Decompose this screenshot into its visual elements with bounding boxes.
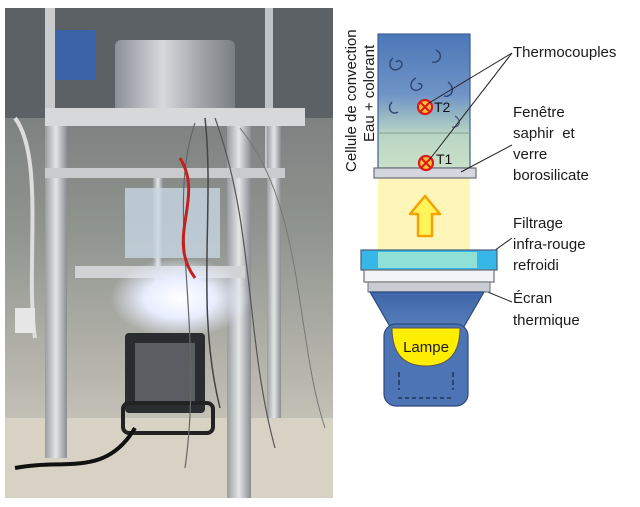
leader-line-thermocouple-t1 xyxy=(429,52,513,160)
cable xyxy=(14,426,137,470)
flow-swirl xyxy=(443,81,454,97)
shield-label-line1: Écran xyxy=(513,290,552,307)
cell-label-line1: Cellule de convection xyxy=(343,29,360,172)
thermocouple-t2-marker xyxy=(416,98,434,116)
window-label-line4: borosilicate xyxy=(513,167,589,184)
cable xyxy=(239,127,326,429)
t1-label: T1 xyxy=(436,151,453,167)
cable xyxy=(182,122,196,469)
background-pipe xyxy=(45,8,55,148)
lamp-label: Lampe xyxy=(403,339,449,356)
frame-post xyxy=(45,108,67,458)
convection-cell xyxy=(125,188,220,258)
filter-label-line3: refroidi xyxy=(513,257,559,274)
frame-beam xyxy=(45,108,305,126)
foil-cylinder xyxy=(115,40,235,112)
frame-post xyxy=(267,118,281,418)
thermal-shield xyxy=(363,269,495,283)
cable xyxy=(204,117,221,409)
shield-label-line2: thermique xyxy=(513,312,580,329)
flow-swirl xyxy=(431,49,442,63)
thermocouple-t1-marker xyxy=(417,154,435,172)
setup-photograph xyxy=(5,8,333,498)
lamp-bulb xyxy=(391,327,461,367)
cable xyxy=(214,117,276,449)
filter-label-line2: infra-rouge xyxy=(513,236,586,253)
electrical-box xyxy=(15,308,35,333)
flow-swirl xyxy=(410,77,423,91)
lamp-fins xyxy=(135,343,195,403)
cable xyxy=(178,157,197,279)
window-label-line3: verre xyxy=(513,146,547,163)
filter-water xyxy=(378,252,477,268)
lamp-glow xyxy=(110,258,250,338)
window-label-line2: saphir et xyxy=(513,125,576,142)
background-pipe xyxy=(265,8,273,168)
thermocouples-label: Thermocouples xyxy=(513,44,616,61)
window-label-line1: Fenêtre xyxy=(513,104,565,121)
frame-beam xyxy=(45,168,285,178)
leader-line-window xyxy=(460,144,513,173)
upward-arrow xyxy=(408,194,442,238)
t2-label: T2 xyxy=(434,99,451,115)
leader-line-thermocouple-t2 xyxy=(428,52,513,104)
flow-swirl xyxy=(451,115,460,128)
lamp-handle xyxy=(121,401,215,435)
schematic-diagram: Cellule de convection Eau + colorant T2 … xyxy=(343,29,616,407)
flow-swirl xyxy=(389,57,403,71)
blue-device xyxy=(55,30,95,80)
filter-label-line1: Filtrage xyxy=(513,215,563,232)
flow-swirl xyxy=(388,101,399,114)
cell-label-line2: Eau + colorant xyxy=(361,44,378,142)
thermal-shield-plate xyxy=(367,281,491,293)
